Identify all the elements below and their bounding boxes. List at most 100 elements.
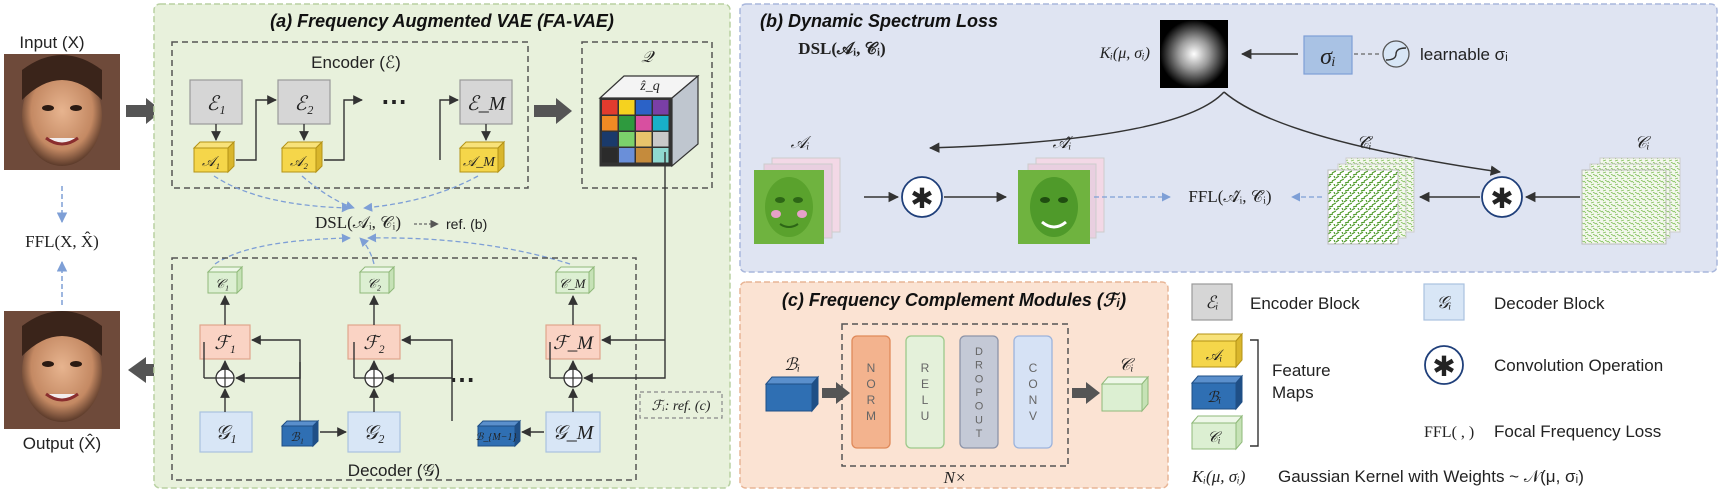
- legend-conv-star: ✱: [1432, 351, 1455, 382]
- b-map-1: ℬ₁: [280, 419, 320, 448]
- a2-to-dsl-curve: [301, 175, 355, 210]
- kernel-to-conv1-curve: [928, 91, 1225, 153]
- codebook-label: 𝒬: [641, 49, 655, 66]
- codebook-cell: [602, 148, 618, 163]
- fi-ref-label: ℱᵢ: ref. (c): [652, 399, 711, 414]
- f-module-1: ℱ₁: [199, 324, 251, 360]
- am-to-dsl-curve: [363, 175, 479, 212]
- f-module-1-label: ℱ₁: [214, 333, 236, 354]
- c-i-cube-c: [1100, 375, 1150, 413]
- b-i-label-c: ℬᵢ: [784, 355, 800, 374]
- encoder-block-2: ℰ₂: [277, 79, 331, 125]
- feature-map-a1-label: 𝒜₁: [202, 155, 220, 170]
- layer-relu: [905, 335, 945, 449]
- encoder-label: Encoder (ℰ): [311, 53, 401, 72]
- fi-ref-box: [639, 391, 723, 419]
- legend-ffl-symbol: FFL( , ): [1424, 424, 1474, 441]
- legend-conv-text: Convolution Operation: [1494, 356, 1663, 375]
- decoder-arrows: [203, 152, 666, 437]
- codebook-cell: [653, 148, 669, 163]
- feature-map-am: 𝒜_M: [458, 140, 506, 174]
- c-map-2: 𝒞₂: [358, 265, 396, 295]
- f-module-m-label: ℱ_M: [553, 333, 594, 354]
- legend-kernel-text: Gaussian Kernel with Weights ~ 𝒩(μ, σᵢ): [1278, 467, 1584, 486]
- codebook-cell: [653, 132, 669, 147]
- add-node-m: [563, 368, 583, 388]
- feature-map-a2: 𝒜₂: [280, 140, 324, 174]
- f-module-2-label: ℱ₂: [363, 333, 385, 354]
- feature-map-a1: 𝒜₁: [192, 140, 236, 174]
- learnable-icon: [1382, 40, 1410, 68]
- legend-decoder-text: Decoder Block: [1494, 294, 1605, 313]
- codebook-cell: [636, 148, 652, 163]
- c-map-1: 𝒞₁: [206, 265, 244, 295]
- legend-feature-a-swatch: 𝒜ᵢ: [1190, 332, 1244, 369]
- a1-to-enc2-arrow: [236, 95, 277, 161]
- decoder-ellipsis: ⋯: [449, 364, 475, 394]
- legend-ffl-text: Focal Frequency Loss: [1494, 422, 1661, 441]
- conv-node-1: ✱: [901, 176, 943, 218]
- encoder-block-2-label: ℰ₂: [294, 93, 313, 115]
- codebook-cell: [602, 100, 618, 115]
- f-module-2: ℱ₂: [347, 324, 401, 360]
- add-node-2: [364, 368, 384, 388]
- c-i-label: 𝒞ᵢ: [1634, 133, 1651, 152]
- ffl-x-label: FFL(X, X̂): [25, 232, 99, 251]
- a2-to-next-arrow: [324, 95, 363, 161]
- sigma-label: σᵢ: [1320, 44, 1336, 70]
- legend-decoder-block-swatch: 𝒢ᵢ: [1423, 283, 1465, 321]
- c2-to-dsl-curve: [359, 237, 375, 265]
- decoder-label: Decoder (𝒢): [348, 461, 440, 480]
- a1-to-dsl-curve: [213, 175, 351, 213]
- codebook-box: [581, 41, 713, 189]
- kernel-to-conv2-curve: [1223, 91, 1502, 176]
- codebook-cell: [636, 116, 652, 131]
- legend-conv-symbol: ✱: [1424, 345, 1464, 385]
- feature-map-am-label: 𝒜_M: [463, 155, 496, 170]
- legend-feature-b-swatch: ℬᵢ: [1190, 374, 1244, 411]
- legend-e-sym: ℰᵢ: [1206, 293, 1219, 312]
- decoder-block-m-label: 𝒢_M: [553, 422, 595, 444]
- encoder-ellipsis: ⋯: [381, 86, 407, 116]
- legend-c-sym: 𝒞ᵢ: [1207, 430, 1222, 446]
- a-i-label: 𝒜ᵢ: [791, 133, 812, 152]
- codebook-cell: [636, 132, 652, 147]
- panel-a: [153, 3, 731, 489]
- feature-map-a2-label: 𝒜₂: [290, 155, 308, 170]
- encoder-block-m: ℰ_M: [459, 79, 513, 125]
- encoder-box: [171, 41, 529, 189]
- gaussian-kernel-image: [1160, 20, 1228, 88]
- input-face-image: [4, 54, 120, 170]
- output-face-image: [4, 311, 120, 429]
- codebook-cell: [602, 132, 618, 147]
- a-hat-label: 𝒜̂ᵢ: [1053, 133, 1074, 152]
- conv-symbol-1: ✱: [910, 183, 933, 214]
- legend-encoder-text: Encoder Block: [1250, 294, 1360, 313]
- codebook-cell: [619, 148, 635, 163]
- legend-a-sym: 𝒜ᵢ: [1206, 348, 1225, 364]
- c-map-m-label: 𝒞_M: [559, 276, 587, 291]
- output-label: Output (X̂): [23, 433, 101, 453]
- b-map-1-label: ℬ₁: [290, 430, 304, 444]
- prev-to-encm-arrow: [439, 95, 459, 160]
- ref-b-label: ref. (b): [446, 216, 487, 232]
- codebook-cell: [602, 116, 618, 131]
- b-map-m-1: ℬ_{M−1}: [476, 419, 522, 448]
- c1-to-dsl-curve: [214, 233, 351, 265]
- codebook-cell: [653, 116, 669, 131]
- encoder-block-1: ℰ₁: [189, 79, 243, 125]
- f-module-m: ℱ_M: [545, 324, 601, 360]
- layer-dropout: [959, 335, 999, 449]
- codebook-cell: [653, 100, 669, 115]
- c-map-m: 𝒞_M: [554, 265, 596, 295]
- legend-encoder-block-swatch: ℰᵢ: [1191, 283, 1233, 321]
- c-map-2-label: 𝒞₂: [367, 276, 381, 291]
- zq-label: ẑ_q: [639, 79, 659, 94]
- input-label: Input (X): [19, 33, 84, 52]
- layer-norm: [851, 335, 891, 449]
- encoder-to-codebook-arrow: [534, 98, 572, 124]
- decoder-block-1-label: 𝒢₁: [215, 422, 236, 444]
